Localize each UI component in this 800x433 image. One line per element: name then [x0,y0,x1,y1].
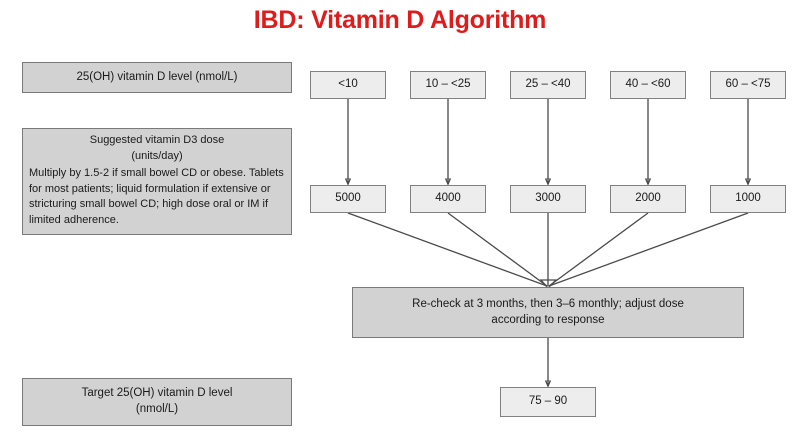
connector-dose-2-to-recheck [447,212,548,287]
target-value-box: 75 – 90 [500,387,596,417]
level-box-5-label: 60 – <75 [725,78,771,91]
connector-dose-5-to-recheck [548,212,749,287]
row-label-dose-heading-1: Suggested vitamin D3 dose [89,134,225,146]
connector-dose-1-to-recheck [347,212,548,287]
row-label-dose-body: Multiply by 1.5-2 if small bowel CD or o… [29,167,284,227]
dose-box-1-label: 5000 [335,192,361,205]
level-box-3: 25 – <40 [510,71,586,99]
page-title: IBD: Vitamin D Algorithm [253,6,547,34]
recheck-line-1: Re-check at 3 months, then 3–6 monthly; … [412,297,684,310]
dose-box-4: 2000 [610,185,686,213]
row-label-target-text-1: Target 25(OH) vitamin D level [81,387,233,400]
dose-box-4-label: 2000 [635,192,661,205]
dose-box-5: 1000 [710,185,786,213]
dose-box-3: 3000 [510,185,586,213]
level-box-1-label: <10 [338,78,358,91]
level-box-1: <10 [310,71,386,99]
level-box-2-label: 10 – <25 [425,78,471,91]
dose-box-2: 4000 [410,185,486,213]
level-box-4-label: 40 – <60 [625,78,671,91]
row-label-dose-heading-2: (units/day) [131,149,183,162]
target-value-label: 75 – 90 [528,395,568,408]
row-label-target-text-2: (nmol/L) [135,403,179,415]
recheck-line-2: according to response [491,313,605,326]
level-box-4: 40 – <60 [610,71,686,99]
connector-dose-4-to-recheck [548,212,649,287]
level-box-2: 10 – <25 [410,71,486,99]
level-box-5: 60 – <75 [710,71,786,99]
dose-box-3-label: 3000 [535,192,561,205]
row-label-dose: Suggested vitamin D3 dose (units/day) Mu… [22,128,292,235]
row-label-level-text: 25(OH) vitamin D level (nmol/L) [76,70,238,83]
row-label-target: Target 25(OH) vitamin D level (nmol/L) [22,378,292,426]
dose-box-1: 5000 [310,185,386,213]
dose-box-2-label: 4000 [435,192,461,205]
level-box-3-label: 25 – <40 [525,78,571,91]
recheck-box: Re-check at 3 months, then 3–6 monthly; … [352,287,744,338]
dose-box-5-label: 1000 [735,192,761,205]
row-label-level: 25(OH) vitamin D level (nmol/L) [22,62,292,93]
